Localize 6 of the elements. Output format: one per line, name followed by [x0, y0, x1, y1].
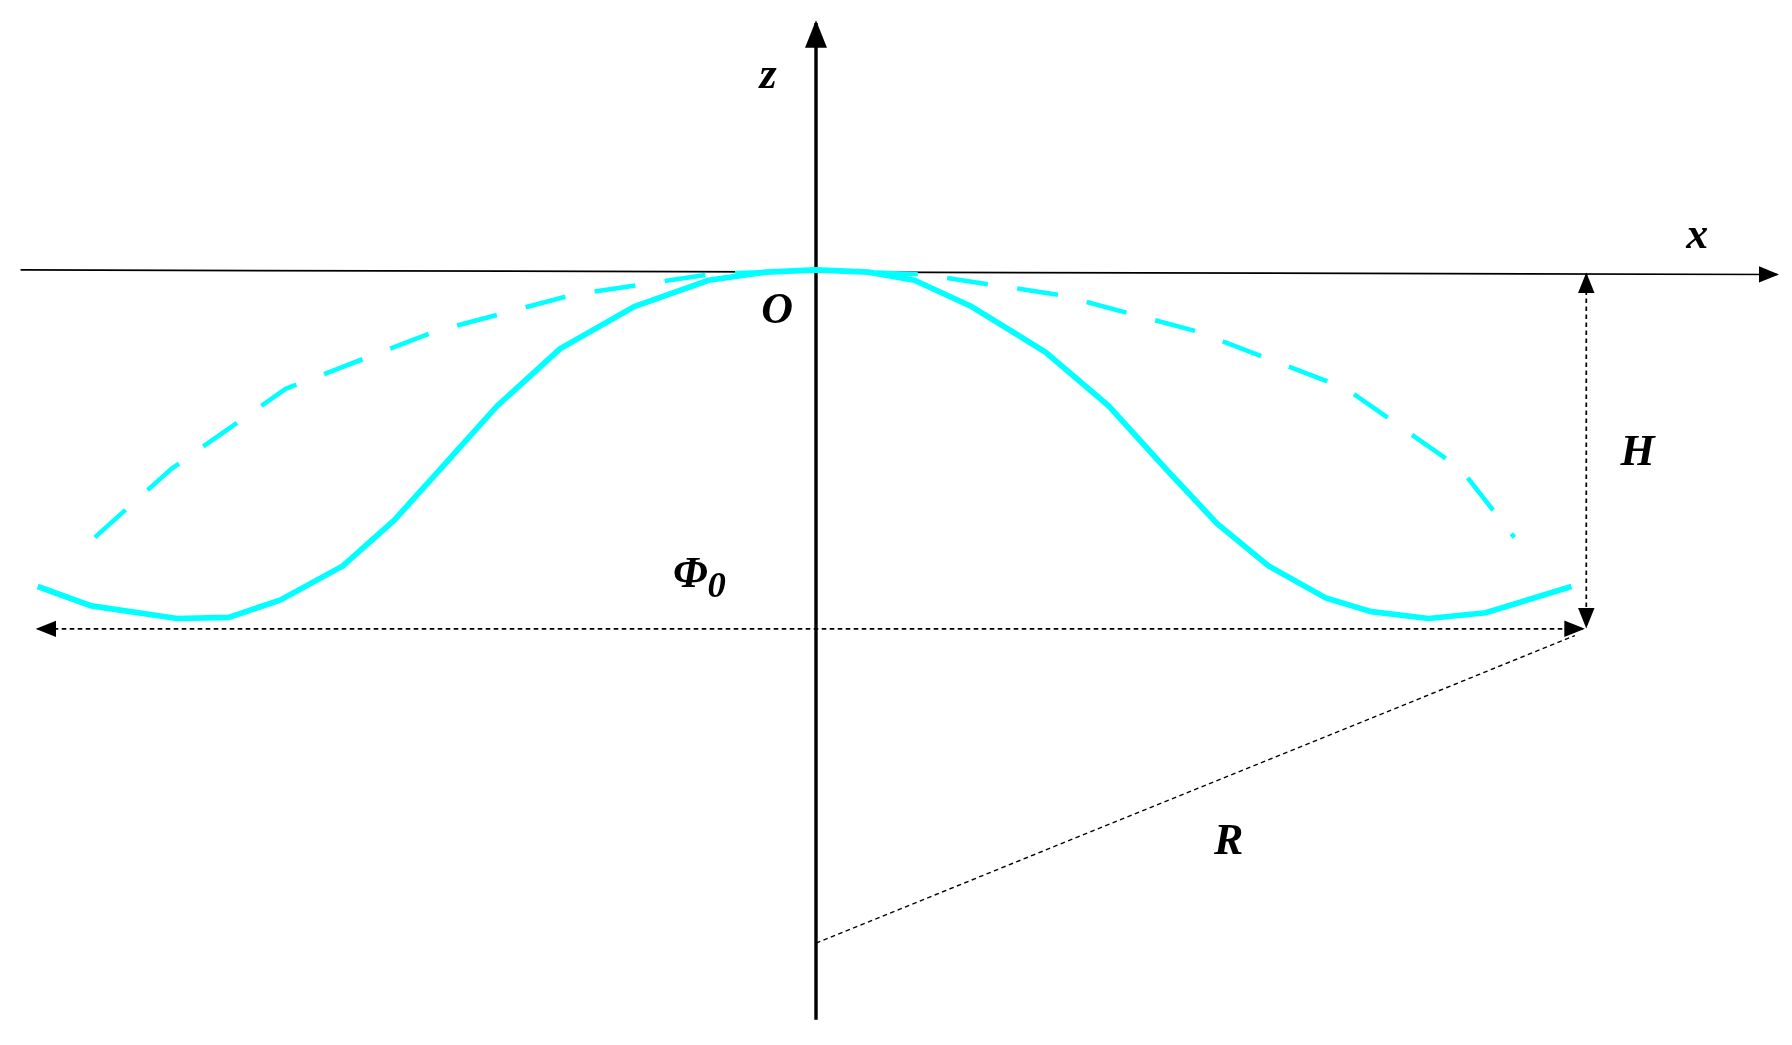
axis-label: H: [1620, 429, 1655, 474]
axis-label: Φ$_{0}$: [672, 550, 726, 604]
axis-label: z: [759, 52, 777, 97]
axis-label: O: [761, 286, 794, 331]
axis-label: R: [1213, 818, 1244, 862]
axis-label: x: [1686, 212, 1709, 257]
